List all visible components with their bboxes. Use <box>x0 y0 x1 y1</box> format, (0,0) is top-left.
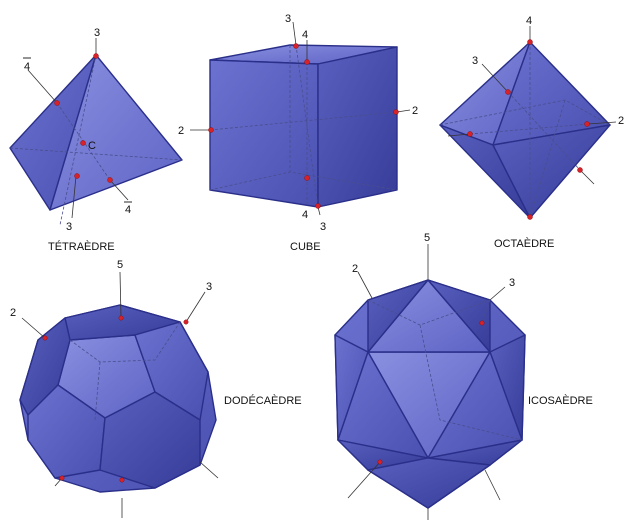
tetra-label-a: 3 <box>94 27 100 39</box>
tetra-label-b: 4 <box>24 61 30 73</box>
tetra-title: TÉTRAÈDRE <box>48 240 115 253</box>
icosa-face-marker <box>479 320 485 326</box>
dodeca-lower-right-face <box>99 391 201 489</box>
dodeca-label-b: 2 <box>10 307 16 319</box>
icosa-top-right-face <box>427 279 491 353</box>
cube-face-marker-bottom <box>304 175 310 181</box>
icosa-edge-marker <box>377 459 383 465</box>
cube: 3 4 2 2 4 3 CUBE <box>178 13 418 253</box>
octa-vertex-marker-top <box>527 39 533 45</box>
cube-label-b: 4 <box>302 29 308 41</box>
tetra-label-c: C <box>88 140 96 152</box>
octa-edge-marker <box>467 131 473 137</box>
icosa-label-b: 2 <box>352 263 358 275</box>
cube-face-marker-top <box>304 59 310 65</box>
tetra-edge-marker <box>54 100 60 106</box>
cube-label-a: 3 <box>285 13 291 25</box>
octa-face-marker-2 <box>577 167 583 173</box>
tetra-face-marker <box>74 173 80 179</box>
octa-face-marker <box>505 89 511 95</box>
tetra-center-marker <box>80 140 86 146</box>
cube-front-face <box>209 59 319 208</box>
octa-label-b: 3 <box>472 55 478 67</box>
dodeca-face-marker <box>118 315 124 321</box>
cube-label-f: 3 <box>320 221 326 233</box>
tetra-edge-marker-2 <box>107 177 113 183</box>
octa-lower-right-face <box>492 124 611 219</box>
icosa-label-a: 5 <box>424 232 430 244</box>
cube-label-e: 4 <box>302 209 308 221</box>
octa-edge-marker-right <box>584 121 590 127</box>
icosa-label-c: 3 <box>509 277 515 289</box>
cube-edge-marker-right <box>393 109 399 115</box>
octa-vertex-marker-bottom <box>527 214 533 220</box>
icosa-title: ICOSAÈDRE <box>528 394 593 407</box>
tetra-label-e: 4 <box>125 204 131 216</box>
icosa-top-left-face <box>367 279 429 353</box>
dodecahedron: 5 2 3 DODÉCAÈDRE <box>10 259 302 518</box>
dodeca-title: DODÉCAÈDRE <box>224 394 302 407</box>
dodeca-label-c: 3 <box>206 281 212 293</box>
tetra-vertex-marker <box>93 53 99 59</box>
cube-edge-marker-left <box>208 127 214 133</box>
cube-label-d: 2 <box>178 125 184 137</box>
octa-title: OCTAÈDRE <box>494 237 554 250</box>
cube-vertex-marker-bottom <box>315 203 321 209</box>
cube-vertex-marker <box>293 43 299 49</box>
icosahedron: 5 2 3 ICOSAÈDRE <box>334 232 593 520</box>
dodeca-label-a: 5 <box>117 259 123 271</box>
cube-label-c: 2 <box>412 105 418 117</box>
icosa-bottom-face <box>367 457 491 509</box>
dodeca-edge-marker <box>42 335 48 341</box>
octa-label-c: 2 <box>618 115 624 127</box>
dodeca-vertex-marker <box>183 319 189 325</box>
tetra-front-face <box>49 54 183 211</box>
tetra-label-d: 3 <box>66 221 72 233</box>
octahedron: 4 3 2 OCTAÈDRE <box>439 15 624 250</box>
dodeca-face-marker-2 <box>119 477 125 483</box>
tetrahedron: 3 4 C 3 4 TÉTRAÈDRE <box>9 27 183 253</box>
cube-title: CUBE <box>290 241 321 253</box>
octa-label-a: 4 <box>526 15 532 27</box>
dodeca-edge-marker-2 <box>59 475 65 481</box>
